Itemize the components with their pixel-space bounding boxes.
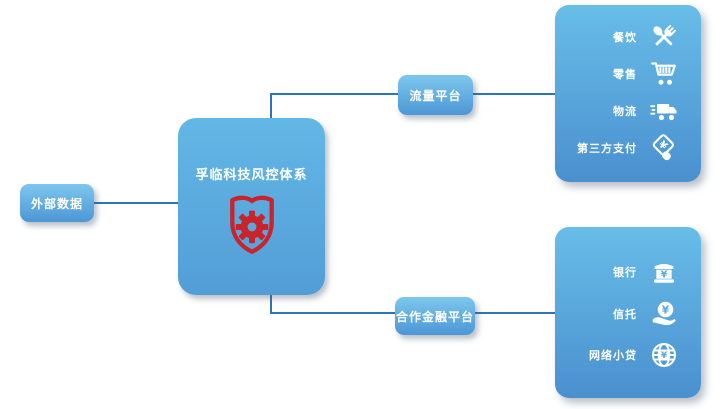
svg-text:¥: ¥ [661,351,668,361]
third-party-payment-icon: ¥ [649,133,679,163]
platform-item-label: 餐饮 [613,32,637,45]
bank-icon: ¥ [649,257,679,287]
coin-hand-icon: ¥ [649,299,679,329]
shield-gear-icon [222,192,282,260]
platform-item-label: 零售 [613,69,637,82]
node-finance-platform: 合作金融平台 [395,297,475,335]
platform-item-row: 零售 [555,56,701,93]
platform-item-label: 物流 [613,105,637,118]
node-traffic-platform-label: 流量平台 [409,88,462,103]
panel-traffic-items: 餐饮 零售 物流 [555,5,701,182]
platform-item-row: 银行 ¥ [555,251,701,293]
svg-text:¥: ¥ [662,303,670,316]
platform-item-label: 银行 [613,266,637,279]
delivery-truck-icon [649,96,679,126]
platform-item-label: 网络小贷 [589,350,637,363]
globe-yen-icon: ¥ [649,340,679,370]
node-risk-control-core: 孚临科技风控体系 [178,118,325,295]
platform-item-label: 第三方支付 [577,142,637,155]
node-external-data-label: 外部数据 [30,196,83,211]
platform-item-row: 餐饮 [555,19,701,56]
panel-finance-items: 银行 ¥ 信托 ¥ 网络小贷 ¥ [555,227,701,398]
utensils-icon [649,22,679,52]
node-finance-platform-label: 合作金融平台 [395,309,474,324]
shopping-cart-icon [649,59,679,89]
platform-item-row: 信托 ¥ [555,293,701,335]
platform-item-label: 信托 [613,308,637,321]
platform-item-row: 网络小贷 ¥ [555,334,701,376]
svg-text:¥: ¥ [661,269,668,280]
node-external-data: 外部数据 [20,184,94,222]
platform-item-row: 第三方支付 ¥ [555,129,701,166]
node-traffic-platform: 流量平台 [398,75,473,115]
core-title: 孚临科技风控体系 [195,167,308,182]
platform-item-row: 物流 [555,93,701,130]
